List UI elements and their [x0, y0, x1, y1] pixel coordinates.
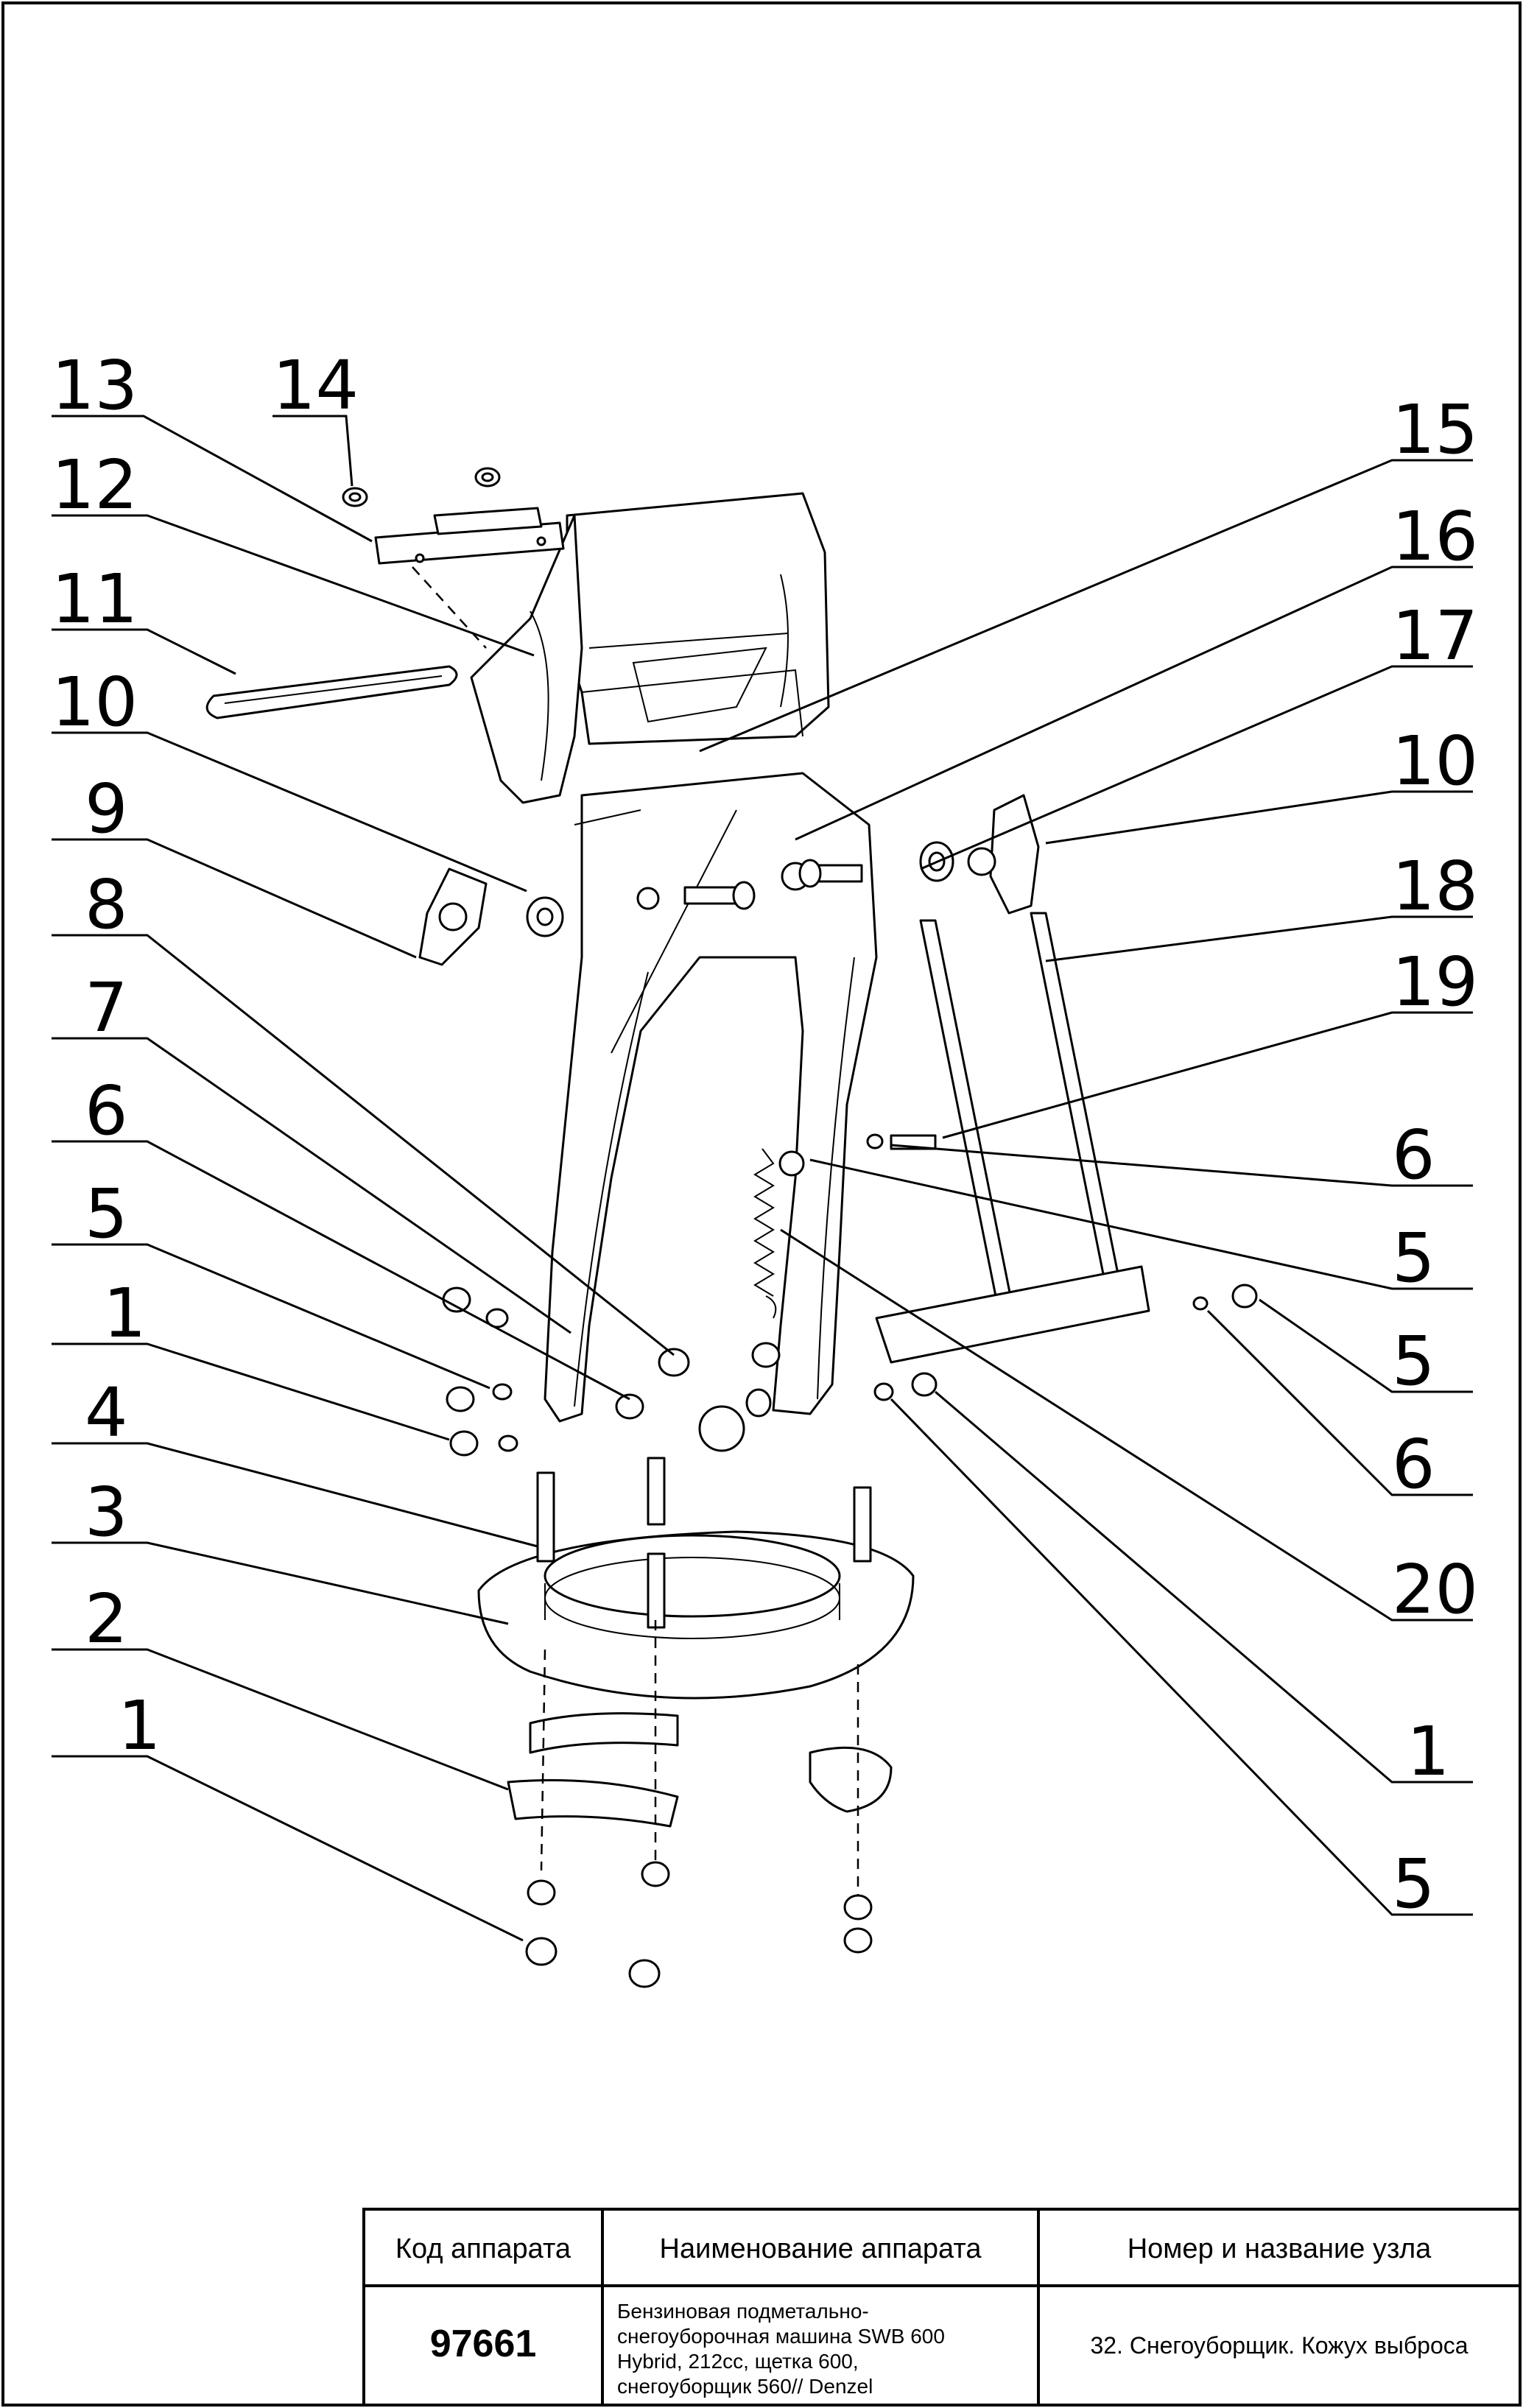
callout-5-right-lower: 5 [1392, 1845, 1435, 1923]
callout-2: 2 [85, 1580, 128, 1658]
parts-drawing [205, 467, 1258, 1988]
part-3-base-ring [477, 1530, 915, 1700]
part-12-side-plate [470, 514, 789, 804]
callout-5-right-upper: 5 [1392, 1219, 1435, 1298]
callout-1-left-upper: 1 [103, 1274, 147, 1353]
callout-10-right: 10 [1392, 722, 1478, 800]
part-14-nuts [342, 467, 501, 649]
callout-15: 15 [1392, 390, 1478, 469]
callout-17: 17 [1392, 596, 1478, 675]
callout-13: 13 [52, 346, 138, 425]
callout-4: 4 [85, 1373, 128, 1452]
callout-1-right: 1 [1407, 1712, 1450, 1791]
callout-6-left: 6 [85, 1071, 128, 1150]
callout-5-left: 5 [85, 1175, 128, 1253]
callout-6-right-lower: 6 [1392, 1425, 1435, 1504]
callout-14: 14 [272, 346, 359, 425]
callout-9: 9 [85, 770, 128, 848]
apparatus-name-line4: снегоуборщик 560// Denzel [617, 2375, 873, 2398]
part-8-bolt [683, 859, 863, 910]
part-2-arc-plates [507, 1712, 893, 1828]
header-code: Код аппарата [395, 2233, 571, 2264]
callout-1-left-lower: 1 [118, 1686, 161, 1765]
callout-16: 16 [1392, 497, 1478, 576]
callout-8: 8 [85, 865, 128, 944]
part-13-bracket [374, 507, 565, 565]
callout-19: 19 [1392, 943, 1478, 1021]
callout-10-left: 10 [52, 663, 138, 742]
apparatus-name-line2: снегоуборочная машина SWB 600 [617, 2325, 945, 2348]
callout-5-right-middle: 5 [1392, 1322, 1435, 1401]
part-18-19-bracket [875, 912, 1150, 1364]
callout-12: 12 [52, 446, 138, 524]
unit-name: 32. Снегоуборщик. Кожух выброса [1090, 2332, 1468, 2359]
part-11-slotted-bar [205, 665, 458, 719]
callout-18: 18 [1392, 847, 1478, 926]
part-16-chute-body [544, 772, 878, 1423]
part-10-washers [526, 841, 954, 937]
part-17-knob [967, 794, 1040, 915]
callout-numbers: 13 14 12 11 10 9 8 7 6 5 1 4 3 2 1 15 16… [52, 346, 1478, 1923]
hardware-cluster [442, 1133, 1258, 1457]
callout-7: 7 [85, 968, 128, 1047]
callout-11: 11 [52, 560, 138, 638]
callout-3: 3 [85, 1473, 128, 1552]
header-name: Наименование аппарата [660, 2233, 982, 2264]
leader-lines [52, 415, 1473, 1942]
part-20-spring [753, 1148, 777, 1319]
part-1-nuts [525, 1861, 873, 1988]
title-block: Код аппарата Наименование аппарата Номер… [362, 2208, 1522, 2407]
callout-6-right-upper: 6 [1392, 1116, 1435, 1194]
apparatus-name-line1: Бензиновая подметально- [617, 2300, 869, 2323]
apparatus-name-line3: Hybrid, 212cc, щетка 600, [617, 2350, 859, 2373]
apparatus-code: 97661 [430, 2323, 537, 2365]
title-block-frame [362, 2208, 1522, 2407]
part-15-deflector-hood [566, 492, 830, 745]
callout-20: 20 [1392, 1550, 1478, 1629]
header-unit: Номер и название узла [1128, 2233, 1432, 2264]
part-9-knob [418, 867, 488, 966]
part-4-studs [536, 1457, 872, 1629]
